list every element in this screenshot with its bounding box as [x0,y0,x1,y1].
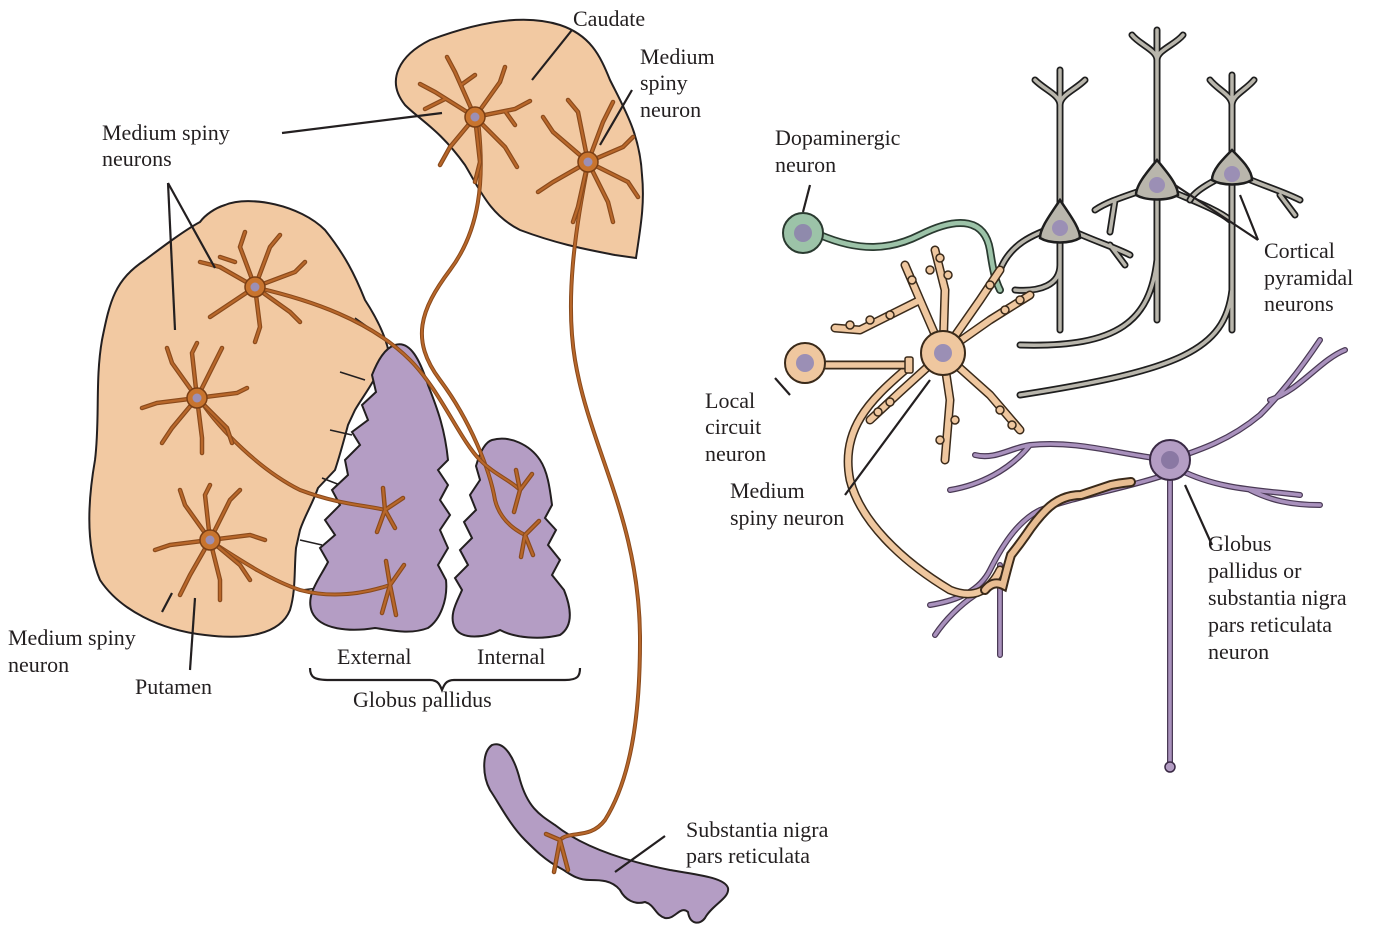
substantia-nigra-region [483,743,730,924]
right-leader-lines [774,184,1260,546]
dopaminergic-neuron [782,212,1004,294]
label-gp-external: External [337,644,412,669]
putamen-region [88,200,392,638]
msn-caudate-1 [417,54,533,185]
label-substantia-nigra: Substantia nigra pars reticulata [686,817,834,868]
pyramidal-neuron-2 [1016,26,1234,349]
axon-terminals [374,467,571,875]
label-putamen-lower-msn: Medium spiny neuron [8,625,141,677]
label-putamen-msns: Medium spiny neurons [102,120,235,171]
label-caudate-msn: Medium spiny neuron [640,44,720,122]
gp-snr-neuron [927,337,1348,773]
globus-pallidus-brace [308,667,582,693]
pyramidal-neuron-1 [996,66,1134,334]
label-dopaminergic-neuron: Dopaminergic neuron [775,125,906,177]
msn-axon-terminal-wrap [843,365,1136,599]
label-gp-snr-neuron: Globus pallidus or substantia nigra pars… [1208,531,1352,664]
label-medium-spiny-neuron-right: Medium spiny neuron [730,478,844,530]
msn-axons [198,118,643,842]
cortical-pyramidal-neurons [996,26,1304,399]
msn-putamen-3 [152,482,268,603]
label-caudate: Caudate [573,6,645,31]
left-panel: Caudate Medium spiny neuron Medium spiny… [8,6,834,924]
left-leader-lines [161,29,666,873]
pyramidal-neuron-3 [1016,71,1304,399]
label-globus-pallidus: Globus pallidus [353,687,492,712]
label-putamen: Putamen [135,674,212,699]
msn-putamen-2 [139,340,250,456]
gp-internal-region [451,437,571,639]
msn-detail-neuron [830,245,1035,465]
label-local-circuit-neuron: Local circuit neuron [705,388,767,466]
label-cortical-pyramidal-neurons: Cortical pyramidal neurons [1264,238,1359,316]
msn-putamen-1 [197,229,308,345]
right-panel: Dopaminergic neuron Cortical pyramidal n… [705,26,1359,773]
gp-external-region [309,343,452,633]
dendritic-spines [845,253,1025,445]
label-gp-internal: Internal [477,644,545,669]
caudate-region [394,18,644,260]
local-circuit-neuron [784,342,914,384]
msn-caudate-2 [535,97,641,225]
